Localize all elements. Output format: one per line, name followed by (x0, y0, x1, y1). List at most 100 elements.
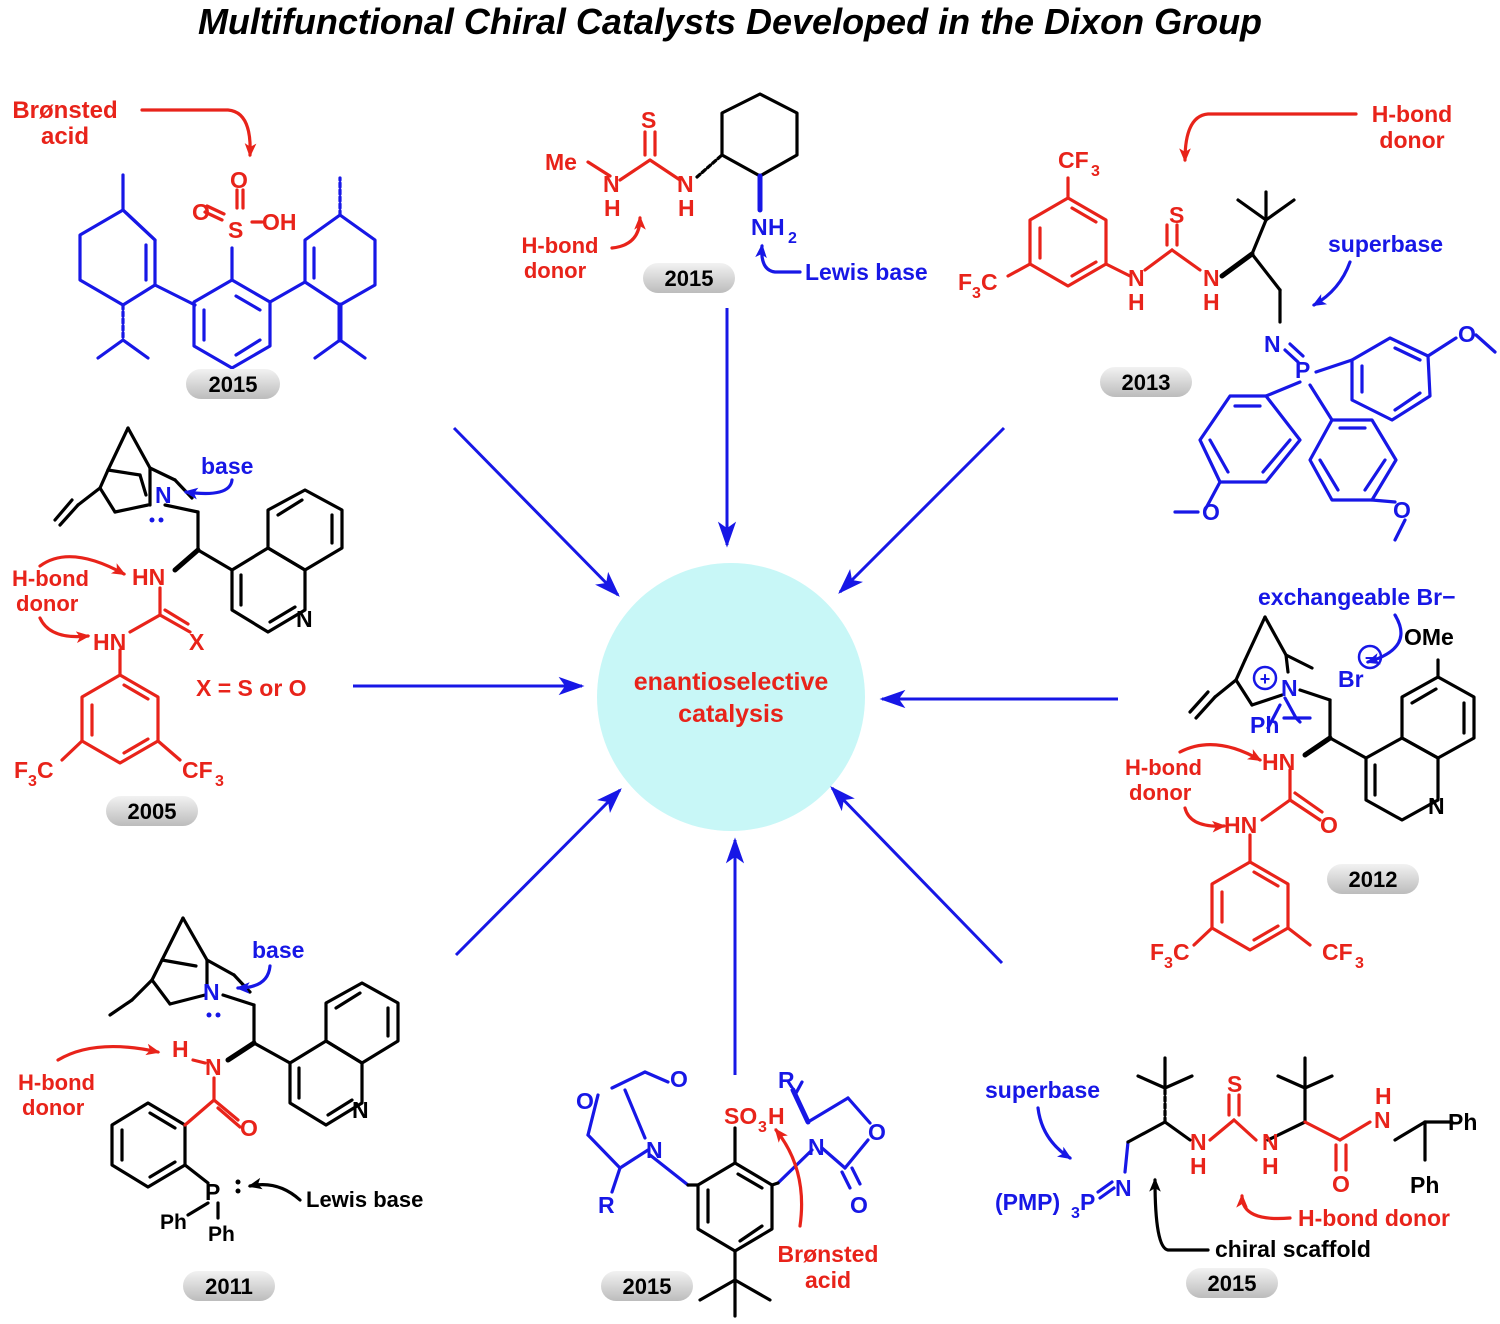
catalyst-br: superbase (PMP) 3 P N (985, 1056, 1477, 1298)
svg-text:H-bond: H-bond (1125, 755, 1202, 780)
svg-text:SO: SO (724, 1103, 757, 1129)
svg-text:donor: donor (1379, 127, 1444, 153)
label-bronsted-tl-2: acid (41, 123, 89, 150)
label-lewis-base-tc: Lewis base (805, 259, 928, 285)
svg-text:2: 2 (788, 230, 797, 247)
svg-text:HN: HN (93, 629, 126, 655)
svg-text:3: 3 (972, 285, 981, 302)
svg-text:P: P (1080, 1189, 1095, 1215)
svg-text:N: N (1374, 1107, 1391, 1133)
svg-text:donor: donor (1129, 780, 1192, 805)
year-badge-br: 2015 (1208, 1271, 1257, 1296)
svg-text:H: H (768, 214, 785, 240)
label-x-def: X = S or O (196, 675, 307, 701)
svg-text:X: X (189, 629, 205, 655)
arrow-tr (838, 426, 1006, 594)
year-badge-bc: 2015 (623, 1274, 672, 1299)
year-badge-tr: 2013 (1122, 370, 1171, 395)
label-hbond-tc-2: donor (524, 258, 587, 283)
svg-text:O: O (1393, 497, 1411, 523)
svg-text:H: H (768, 1103, 785, 1129)
svg-text:H: H (678, 195, 695, 221)
svg-text:H-bond: H-bond (18, 1070, 95, 1095)
svg-text:R: R (598, 1192, 615, 1218)
label-base-bl: base (252, 937, 304, 963)
svg-text:acid: acid (805, 1267, 851, 1293)
convergent-arrows (353, 308, 1118, 1075)
svg-text:F: F (958, 269, 972, 295)
year-badge-tl: 2015 (209, 372, 258, 397)
catalyst-tl: Brønsted acid O O S (12, 97, 377, 399)
svg-text:H: H (1203, 289, 1220, 315)
svg-text:N: N (1128, 265, 1145, 291)
catalyst-tc: Me S N H N H N H 2 H-bond donor Lewis ba… (522, 92, 928, 293)
svg-text:3: 3 (1071, 1205, 1080, 1222)
label-hbond-br: H-bond donor (1298, 1205, 1450, 1231)
year-badge-mr: 2012 (1349, 867, 1398, 892)
catalyst-tr: H-bond donor CF 3 F 3 C S N H N H (958, 101, 1497, 542)
svg-text:3: 3 (215, 773, 224, 790)
svg-text:Ph: Ph (1410, 1172, 1439, 1198)
svg-text:O: O (192, 199, 210, 225)
center-label-line2: catalysis (678, 700, 784, 728)
page-title: Multifunctional Chiral Catalysts Develop… (198, 1, 1262, 42)
svg-text:HN: HN (1262, 749, 1295, 775)
svg-text:C: C (37, 757, 54, 783)
catalyst-bc: O O N R R N O O SO 3 H Brønsted acid 201… (576, 1066, 886, 1318)
svg-text:N: N (751, 214, 768, 240)
svg-text:N: N (1264, 331, 1281, 357)
svg-text:R: R (778, 1067, 795, 1093)
label-bronsted-tl-1: Brønsted (12, 97, 117, 124)
svg-text:−: − (1365, 648, 1376, 668)
svg-text:CF: CF (182, 757, 213, 783)
svg-text:H-bond: H-bond (1372, 101, 1452, 127)
svg-text:Ph: Ph (1448, 1109, 1477, 1135)
label-chiral-scaffold: chiral scaffold (1215, 1236, 1371, 1262)
svg-text:(PMP): (PMP) (995, 1189, 1060, 1215)
svg-text:donor: donor (22, 1095, 85, 1120)
svg-text:O: O (240, 1115, 258, 1141)
svg-text:N: N (646, 1137, 663, 1163)
svg-text:N: N (205, 1054, 222, 1080)
svg-text:3: 3 (1164, 955, 1173, 972)
arrow-bronsted-tl (140, 108, 257, 158)
svg-text:O: O (670, 1066, 688, 1092)
svg-text:Brønsted: Brønsted (778, 1241, 879, 1267)
svg-text:O: O (1320, 812, 1338, 838)
svg-text:CF: CF (1058, 147, 1089, 173)
label-superbase-br: superbase (985, 1077, 1100, 1103)
svg-text:N: N (603, 171, 620, 197)
svg-text:N: N (1428, 793, 1445, 819)
year-badge-ml: 2005 (128, 799, 177, 824)
label-lewis-base-bl: Lewis base (306, 1187, 423, 1212)
center-circle (597, 563, 865, 831)
svg-text:P: P (1295, 357, 1310, 383)
label-superbase-tr: superbase (1328, 231, 1443, 257)
svg-text:OMe: OMe (1404, 624, 1454, 650)
svg-text:HN: HN (1224, 812, 1257, 838)
svg-text:N: N (808, 1134, 825, 1160)
svg-text:N: N (155, 482, 172, 508)
svg-text:+: + (1260, 669, 1271, 689)
label-exchangeable: exchangeable Br− (1258, 584, 1456, 610)
svg-text:S: S (1227, 1071, 1242, 1097)
arrow-bl (454, 788, 622, 957)
catalyst-ml: N base N HN HN X H-bond donor X = S or O… (12, 426, 344, 826)
svg-text:N: N (1115, 1175, 1132, 1201)
svg-text:N: N (1262, 1129, 1279, 1155)
svg-text:S: S (1169, 202, 1184, 228)
svg-text:H: H (1190, 1153, 1207, 1179)
svg-text:CF: CF (1322, 939, 1353, 965)
svg-text:O: O (576, 1088, 594, 1114)
center-label-line1: enantioselective (634, 668, 829, 696)
svg-text:S: S (228, 217, 243, 243)
svg-text:HN: HN (132, 564, 165, 590)
svg-text:C: C (1173, 939, 1190, 965)
svg-text:S: S (641, 107, 656, 133)
svg-text:F: F (1150, 939, 1164, 965)
svg-text:3: 3 (1355, 955, 1364, 972)
svg-text:F: F (14, 757, 28, 783)
catalyst-mr: exchangeable Br− OMe Br − (1125, 584, 1476, 972)
svg-text:O: O (1458, 321, 1476, 347)
year-badge-tc: 2015 (665, 266, 714, 291)
